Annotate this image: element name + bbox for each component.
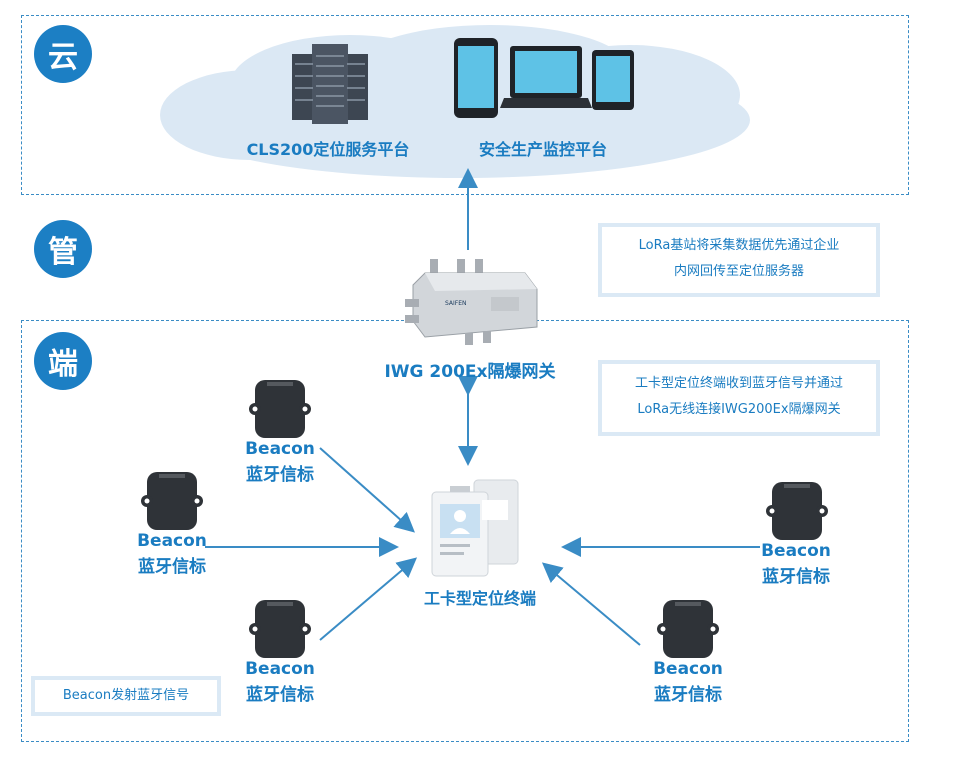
card-note: 工卡型定位终端收到蓝牙信号并通过 LoRa无线连接IWG200Ex隔爆网关 [598, 360, 880, 436]
beacon-2-name: Beacon [137, 531, 207, 551]
beacon-device-icon [249, 600, 311, 658]
tier-badge-edge: 端 [34, 332, 92, 390]
work-card-terminal-icon [431, 479, 519, 577]
beacon-label-4: Beacon 蓝牙信标 [746, 538, 846, 590]
card-note-line1: 工卡型定位终端收到蓝牙信号并通过 [634, 376, 843, 391]
beacon-device-icon [249, 380, 311, 438]
beacon-note-text: Beacon发射蓝牙信号 [62, 688, 190, 703]
beacon-label-3: Beacon 蓝牙信标 [230, 656, 330, 708]
tier-badge-cloud: 云 [34, 25, 92, 83]
gateway-label: IWG 200Ex隔爆网关 [384, 362, 556, 382]
beacon-1-name: Beacon [245, 439, 315, 459]
server-platform-label: CLS200定位服务平台 [246, 140, 410, 159]
beacon-4-name: Beacon [761, 541, 831, 561]
lora-note-line1: LoRa基站将采集数据优先通过企业 [638, 238, 840, 253]
beacon-label-2: Beacon 蓝牙信标 [122, 528, 222, 580]
beacon-note: Beacon发射蓝牙信号 [31, 676, 221, 716]
beacon-device-icon [141, 472, 203, 530]
beacon-2-desc: 蓝牙信标 [138, 557, 206, 577]
tier-badge-manage: 管 [34, 220, 92, 278]
cloud-zone [21, 15, 909, 195]
card-note-line2: LoRa无线连接IWG200Ex隔爆网关 [637, 402, 841, 417]
beacon-label-1: Beacon 蓝牙信标 [230, 436, 330, 488]
beacon-label-5: Beacon 蓝牙信标 [638, 656, 738, 708]
server-rack-icon [292, 44, 368, 124]
tier-cloud-text: 云 [48, 40, 78, 75]
beacon-device-icon [657, 600, 719, 658]
beacon-1-desc: 蓝牙信标 [246, 465, 314, 485]
gateway-device-icon: SAIFEN [405, 259, 538, 345]
lora-note-line2: 内网回传至定位服务器 [673, 264, 804, 279]
tier-edge-text: 端 [48, 347, 78, 382]
tier-manage-text: 管 [48, 235, 78, 270]
beacon-5-desc: 蓝牙信标 [654, 685, 722, 705]
beacon-3-desc: 蓝牙信标 [246, 685, 314, 705]
devices-icon [454, 38, 634, 118]
lora-note: LoRa基站将采集数据优先通过企业 内网回传至定位服务器 [598, 223, 880, 297]
beacon3-arrow [319, 557, 418, 641]
beacon-5-name: Beacon [653, 659, 723, 679]
beacon-3-name: Beacon [245, 659, 315, 679]
beacon1-arrow [319, 447, 415, 533]
monitor-platform-label: 安全生产监控平台 [478, 140, 607, 159]
terminal-label: 工卡型定位终端 [423, 589, 536, 608]
beacon-4-desc: 蓝牙信标 [762, 567, 830, 587]
beacon5-arrow [541, 562, 641, 646]
gateway-brand-text: SAIFEN [445, 300, 467, 307]
beacon-device-icon [766, 482, 828, 540]
